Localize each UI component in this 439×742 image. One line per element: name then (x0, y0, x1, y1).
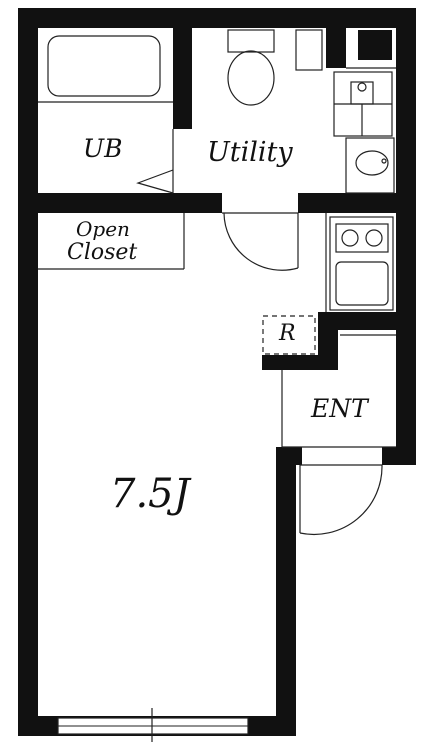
bath-label: UB (83, 134, 123, 163)
stove (335, 223, 389, 253)
closet-label-line1: Open (76, 217, 130, 241)
entrance-label: ENT (311, 394, 368, 423)
window (57, 708, 249, 742)
wall-fridge-base (262, 355, 320, 370)
wall-wetarea-bottom-right (298, 193, 396, 213)
fridge-label: R (279, 321, 296, 346)
wall-entry-left (276, 447, 302, 465)
wall-right-lower (276, 447, 296, 736)
wall-top (18, 8, 416, 28)
utility-label: Utility (207, 137, 293, 168)
toilet-bowl (227, 50, 275, 106)
kitchen-sink (335, 261, 389, 306)
wall-fridge-right (318, 312, 338, 370)
wall-corner-block (358, 30, 392, 60)
entrance-door-arc (299, 464, 383, 536)
interior-lines (38, 29, 396, 536)
bath-door-mark (136, 169, 174, 194)
wall-wetarea-bottom-left (38, 193, 222, 213)
main-room-label: 7.5J (110, 471, 190, 517)
closet-label-line2: Closet (67, 240, 138, 265)
wall-entry-right (382, 447, 416, 465)
toilet-tank (227, 29, 275, 53)
wash-basin-bowl (355, 150, 389, 176)
wash-basin-counter (345, 137, 395, 194)
wall-bath-utility (173, 28, 192, 129)
wall-left (18, 8, 38, 736)
utility-box (295, 29, 323, 71)
kitchen-counter (329, 216, 394, 311)
bathtub (47, 35, 161, 97)
wall-kitchen-left (326, 28, 346, 68)
utility-door-arc (223, 212, 299, 271)
wall-right-upper (396, 8, 416, 465)
